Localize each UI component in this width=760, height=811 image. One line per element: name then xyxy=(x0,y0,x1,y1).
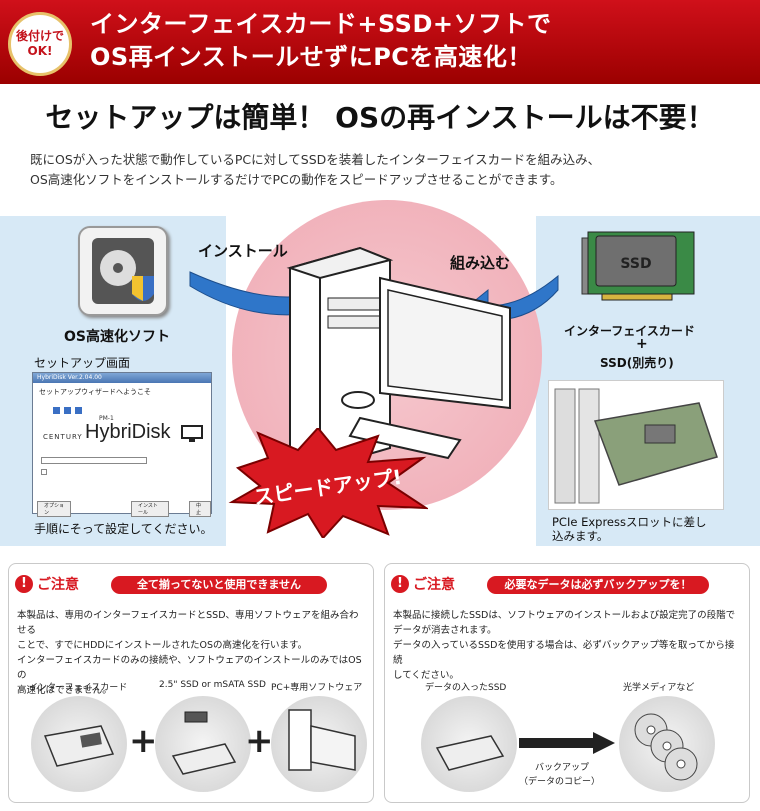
badge-line2: OK! xyxy=(27,44,53,58)
setup-brand-small: PM-1 xyxy=(99,415,114,422)
caution-title: ご注意 xyxy=(413,577,455,593)
card-plus: + xyxy=(636,336,648,352)
banner-title-line1: インターフェイスカード+SSD+ソフトで xyxy=(90,10,552,38)
item-optical-media: 光学メディアなど xyxy=(623,683,695,693)
plus-sign: + xyxy=(129,721,158,761)
ssd-icon xyxy=(171,711,237,775)
warning-icon: ! xyxy=(391,575,409,593)
caution-body-line: インターフェイスカードのみの接続や、ソフトウェアのインストールのみではOSの xyxy=(17,655,362,681)
caution-body-line: 本製品に接続したSSDは、ソフトウェアのインストールおよび設定完了の段階で xyxy=(393,610,736,621)
backup-label: バックアップ xyxy=(535,763,590,773)
interface-card-disc xyxy=(31,696,127,792)
intro-line1: 既にOSが入った状態で動作しているPCに対してSSDを装着したインターフェイスカ… xyxy=(30,152,601,167)
plus-sign: + xyxy=(245,721,274,761)
option-button[interactable]: オプション xyxy=(37,501,72,517)
caution-body-line: データの入っているSSDを使用する場合は、必ずバックアップ等を取ってから接続 xyxy=(393,640,735,666)
intro-line2: OS高速化ソフトをインストールするだけでPCの動作をスピードアップさせることがで… xyxy=(30,172,563,187)
cancel-button[interactable]: 中止 xyxy=(188,501,211,517)
backup-sublabel: （データのコピー） xyxy=(519,777,601,787)
install-label: インストール xyxy=(198,242,288,260)
setup-century-logo: CENTURY xyxy=(43,433,83,441)
setup-welcome: セットアップウィザードへようこそ xyxy=(39,388,151,396)
ssd-card-illustration: SSD xyxy=(581,231,695,301)
item-pc-software: PC+専用ソフトウェア xyxy=(271,683,363,693)
ssd-icon xyxy=(435,735,505,771)
pcie-slot-photo xyxy=(548,380,724,510)
install-button[interactable]: インストール xyxy=(131,501,169,517)
ssd-disc xyxy=(155,696,251,792)
card-label: インターフェイスカード xyxy=(564,324,695,338)
step-icon xyxy=(75,407,82,414)
setup-checkbox[interactable] xyxy=(41,469,47,475)
setup-caption: 手順にそって設定してください。 xyxy=(34,522,213,536)
caution-body: 本製品に接続したSSDは、ソフトウェアのインストールおよび設定完了の段階で デー… xyxy=(393,608,743,683)
caution-title: ご注意 xyxy=(37,577,79,593)
step-icon xyxy=(64,407,71,414)
caution-body-line: データが消去されます。 xyxy=(393,625,497,636)
banner-title-line2: OS再インストールせずにPCを高速化！ xyxy=(90,43,532,71)
monitor-icon xyxy=(181,425,203,442)
caution-body-line: してください。 xyxy=(393,670,459,681)
setup-screen-label: セットアップ画面 xyxy=(34,356,131,370)
caution-body: 本製品は、専用のインターフェイスカードとSSD、専用ソフトウェアを組み合わせる … xyxy=(17,608,367,698)
badge-line1: 後付けで xyxy=(15,29,64,43)
pcie-caption-line1: PCIe Expressスロットに差し xyxy=(552,515,707,529)
caution-box-requirements: ! ご注意 全て揃ってないと使用できません 本製品は、専用のインターフェイスカー… xyxy=(8,563,374,803)
software-app-icon xyxy=(78,226,168,316)
pc-illustration xyxy=(286,246,511,468)
backup-arrow-icon xyxy=(519,732,615,754)
intro-text: 既にOSが入った状態で動作しているPCに対してSSDを装着したインターフェイスカ… xyxy=(30,150,730,190)
optical-disc-icon xyxy=(634,713,698,781)
speed-up-burst: スピードアップ! xyxy=(228,428,428,538)
ssd-chip-label: SSD xyxy=(620,256,651,272)
setup-dropdown[interactable] xyxy=(41,457,147,464)
item-interface-card: インターフェイスカード xyxy=(29,683,128,693)
caution-body-line: ことで、すでにHDDにインストールされたOSの高速化を行います。 xyxy=(17,640,308,651)
kumikomu-label: 組み込む xyxy=(450,254,511,272)
optical-media-disc xyxy=(619,696,715,792)
banner-title: インターフェイスカード+SSD+ソフトで OS再インストールせずにPCを高速化！ xyxy=(90,8,551,74)
pc-icon xyxy=(288,709,356,771)
ssd-label: SSD(別売り) xyxy=(600,356,674,370)
item-ssd: 2.5" SSD or mSATA SSD xyxy=(159,680,266,690)
setup-brand-logo: HybriDisk xyxy=(85,421,171,443)
data-ssd-disc xyxy=(421,696,517,792)
caution-heading: ! ご注意 xyxy=(391,574,455,594)
interface-card-icon xyxy=(43,725,115,767)
setup-screen: HybriDisk Ver.2.04.00 セットアップウィザードへようこそ C… xyxy=(32,372,212,517)
setup-steps xyxy=(53,407,82,414)
caution-box-backup: ! ご注意 必要なデータは必ずバックアップを！ 本製品に接続したSSDは、ソフト… xyxy=(384,563,750,803)
header-banner: 後付けで OK! インターフェイスカード+SSD+ソフトで OS再インストールせ… xyxy=(0,0,760,84)
warning-icon: ! xyxy=(15,575,33,593)
item-data-ssd: データの入ったSSD xyxy=(425,683,507,693)
pcie-caption-line2: 込みます。 xyxy=(552,529,609,543)
pc-disc xyxy=(271,696,367,792)
caution-heading: ! ご注意 xyxy=(15,574,79,594)
caution-pill: 必要なデータは必ずバックアップを！ xyxy=(487,576,709,594)
pcie-slot-illustration xyxy=(554,388,718,504)
software-label: OS高速化ソフト xyxy=(64,329,170,345)
caution-body-line: 本製品は、専用のインターフェイスカードとSSD、専用ソフトウェアを組み合わせる xyxy=(17,610,359,636)
step-icon xyxy=(53,407,60,414)
caution-body-line: 高速化はできません。 xyxy=(17,685,112,696)
page-headline: セットアップは簡単！ OSの再インストールは不要！ xyxy=(45,101,715,134)
retrofit-badge: 後付けで OK! xyxy=(8,12,72,76)
setup-screen-titlebar: HybriDisk Ver.2.04.00 xyxy=(33,373,211,383)
caution-pill: 全て揃ってないと使用できません xyxy=(111,576,327,594)
